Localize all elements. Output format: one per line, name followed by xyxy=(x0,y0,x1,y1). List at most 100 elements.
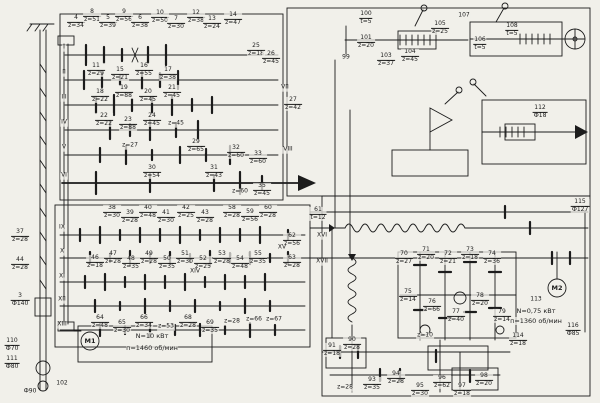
handle-knob xyxy=(455,86,463,94)
part-label: X xyxy=(58,247,66,256)
leadscrew-spring xyxy=(344,223,466,233)
part-label: XV xyxy=(276,243,288,252)
part-label: XII xyxy=(57,295,67,304)
bed-linework xyxy=(26,23,55,392)
worm-gear-symbol xyxy=(453,291,467,305)
part-label: VI xyxy=(60,171,68,180)
handle-knob xyxy=(501,2,509,10)
part-label: VII xyxy=(280,83,290,92)
bevel-gear-symbol xyxy=(329,224,335,232)
part-label: XIII xyxy=(56,320,68,329)
motor-m1-power: N=10 кВт xyxy=(135,332,169,340)
part-label: z=28 xyxy=(223,317,241,326)
part-label: III xyxy=(60,93,68,102)
handle-lever xyxy=(414,9,424,27)
motor-m2-name: М2 xyxy=(551,284,563,292)
part-label: IV xyxy=(60,118,68,127)
part-label: z=10 xyxy=(416,331,434,340)
part-label: V xyxy=(60,143,68,152)
part-label: VIII xyxy=(282,145,294,154)
part-label: I xyxy=(62,43,66,52)
part-label: z=28 xyxy=(336,383,354,392)
spindle-cone xyxy=(429,107,453,133)
long-shafts xyxy=(309,59,589,339)
part-label: z=66 xyxy=(245,315,263,324)
top-slide-linework xyxy=(469,78,587,165)
part-label: XI xyxy=(58,272,66,281)
part-label: z=27 xyxy=(121,141,139,150)
part-label: Ф90 xyxy=(22,387,38,396)
apron-linework xyxy=(397,251,517,341)
motor-m1-name: М1 xyxy=(84,337,96,345)
part-label: 113 xyxy=(529,295,543,304)
motor-m2-symbol xyxy=(547,278,567,298)
motor-symbols xyxy=(80,278,567,351)
handle-knob xyxy=(469,78,477,86)
carriage-linework xyxy=(391,86,469,177)
part-label: z=53 xyxy=(157,322,175,331)
part-label: 102 xyxy=(55,379,69,388)
part-label: z=60 xyxy=(231,187,249,196)
